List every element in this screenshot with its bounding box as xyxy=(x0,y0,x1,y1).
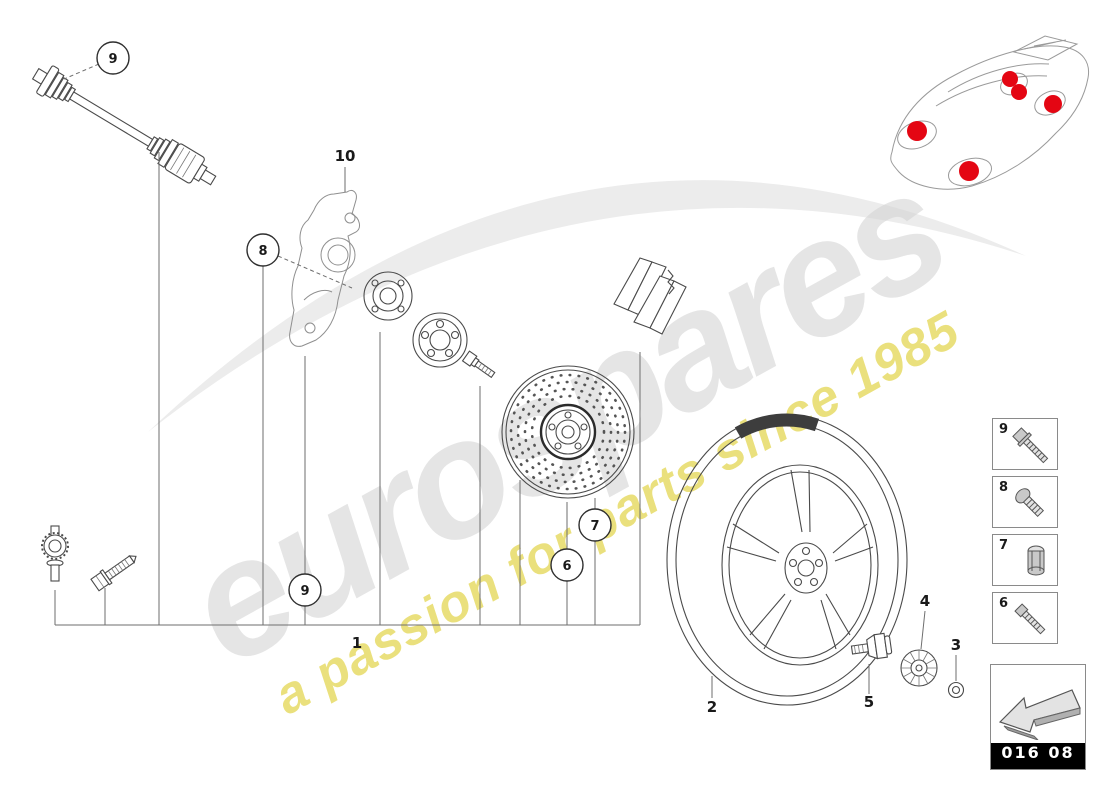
legend-item-9[interactable]: 9 xyxy=(992,418,1058,470)
wheel-bolt-drawing xyxy=(850,632,893,660)
legend-item-label: 9 xyxy=(999,422,1009,437)
callout-8-bearing-bolt[interactable]: 8 xyxy=(246,233,280,267)
callout-9-stud[interactable]: 9 xyxy=(288,573,322,607)
legend-item-8[interactable]: 8 xyxy=(992,476,1058,528)
svg-text:5: 5 xyxy=(864,693,874,711)
svg-text:10: 10 xyxy=(335,147,356,165)
svg-text:3: 3 xyxy=(951,636,961,654)
callout-7-disc-bolt[interactable]: 7 xyxy=(578,508,612,542)
callout-9-driveshaft[interactable]: 9 xyxy=(96,41,130,75)
hex-bolt-icon xyxy=(1014,603,1046,635)
wheel-hub-drawing xyxy=(412,312,468,368)
svg-text:9: 9 xyxy=(300,584,309,599)
wheel-stud-drawing xyxy=(41,525,69,582)
wheel-lock-nut-icon xyxy=(1027,545,1045,576)
callout-2-wheel[interactable]: 2 xyxy=(707,698,717,716)
brake-pads-drawing xyxy=(613,257,687,335)
svg-text:1: 1 xyxy=(352,634,362,652)
legend-item-6[interactable]: 6 xyxy=(992,592,1058,644)
red-location-marker xyxy=(907,121,927,141)
legend-item-7[interactable]: 7 xyxy=(992,534,1058,586)
svg-text:9: 9 xyxy=(108,52,117,67)
svg-text:7: 7 xyxy=(590,519,599,534)
svg-text:4: 4 xyxy=(920,592,930,610)
legend-item-label: 7 xyxy=(999,538,1009,553)
exploded-view-arrow-icon xyxy=(998,689,1081,740)
assembly-bracket-lines xyxy=(54,63,957,698)
red-location-marker xyxy=(1002,71,1018,87)
svg-text:8: 8 xyxy=(258,244,267,259)
callout-6-hub-bolt[interactable]: 6 xyxy=(550,548,584,582)
legend-item-label: 8 xyxy=(999,480,1009,495)
brake-disc-drawing xyxy=(501,365,635,499)
svg-text:2: 2 xyxy=(707,698,717,716)
fasteners-legend: 9 8 7 xyxy=(992,418,1058,650)
callout-4-cap[interactable]: 4 xyxy=(920,592,930,610)
svg-text:6: 6 xyxy=(562,559,571,574)
car-locator-thumbnail xyxy=(890,35,1090,190)
legend-item-label: 6 xyxy=(999,596,1009,611)
drive-shaft-drawing xyxy=(31,65,217,186)
red-location-marker xyxy=(959,161,979,181)
callout-1-assembly[interactable]: 1 xyxy=(352,634,362,652)
lock-nut-drawing xyxy=(947,681,965,699)
callout-10-knuckle[interactable]: 10 xyxy=(335,147,356,165)
arrow-thumbnail xyxy=(991,665,1085,743)
wheel-bearing-drawing xyxy=(363,271,413,321)
hub-cap-drawing xyxy=(900,649,938,687)
callout-5-wheel-bolt[interactable]: 5 xyxy=(864,693,874,711)
red-location-marker xyxy=(1011,84,1027,100)
abs-sensor-drawing xyxy=(90,555,137,592)
wheel-knuckle-drawing xyxy=(289,189,360,347)
diagram-thumbnail[interactable]: 016 08 xyxy=(990,664,1086,770)
callout-3-nut[interactable]: 3 xyxy=(951,636,961,654)
wheel-rim-drawing xyxy=(666,413,908,706)
hub-bolt-drawing xyxy=(461,350,496,379)
flange-bolt-icon xyxy=(1012,427,1049,464)
round-head-bolt-icon xyxy=(1015,488,1045,518)
red-location-marker xyxy=(1044,95,1062,113)
diagram-code: 016 08 xyxy=(991,743,1085,769)
